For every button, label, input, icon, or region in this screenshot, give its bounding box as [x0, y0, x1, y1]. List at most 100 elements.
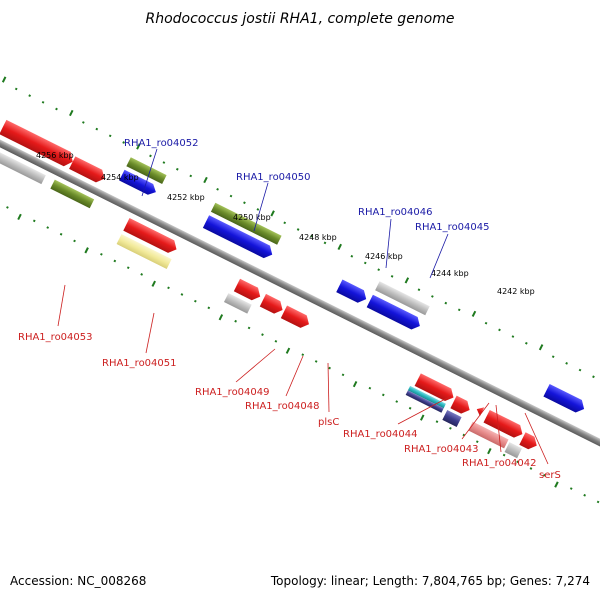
ruler-dot	[6, 206, 9, 209]
gene-feature-red[interactable]	[259, 293, 286, 316]
ruler-dot	[180, 293, 184, 296]
ruler-dot	[46, 226, 50, 229]
gene-feature-blue[interactable]	[336, 279, 369, 306]
ruler-dot	[243, 201, 246, 205]
ruler-dot	[551, 355, 555, 359]
gene-label[interactable]: RHA1_ro04045	[415, 222, 490, 233]
ruler-tick	[337, 243, 342, 251]
gene-feature-olive[interactable]	[126, 157, 167, 185]
ruler-tick	[1, 76, 7, 83]
scale-label: 4252 kbp	[167, 193, 205, 202]
ruler-tick	[69, 109, 74, 117]
gene-feature-blue[interactable]	[119, 169, 158, 198]
scale-label: 4256 kbp	[36, 151, 74, 160]
ruler-dot	[108, 134, 112, 138]
gene-label[interactable]: RHA1_ro04049	[195, 387, 270, 398]
gene-feature-olive[interactable]	[210, 202, 282, 245]
ruler-dot	[122, 141, 125, 144]
leader-line	[145, 312, 155, 354]
gene-label[interactable]: RHA1_ro04052	[124, 138, 199, 149]
gene-feature-yellow[interactable]	[116, 234, 172, 270]
upper-strand-genes	[0, 119, 587, 415]
ruler-dot	[363, 261, 367, 265]
gene-label[interactable]: RHA1_ro04051	[102, 358, 177, 369]
ruler-dot	[301, 353, 305, 357]
ruler-dot	[395, 400, 399, 403]
ruler-dot	[41, 100, 45, 104]
ruler-dot	[229, 194, 233, 198]
gene-feature-blue[interactable]	[202, 215, 275, 261]
scale-label: 4254 kbp	[101, 173, 139, 182]
gene-feature-red[interactable]	[414, 373, 457, 403]
gene-feature-blue[interactable]	[543, 383, 587, 415]
gene-feature-red[interactable]	[123, 218, 179, 256]
gene-feature-navy[interactable]	[405, 390, 444, 413]
gene-feature-red[interactable]	[69, 156, 107, 185]
ruler-dot	[59, 232, 63, 236]
lower-gene-labels: RHA1_ro04053 RHA1_ro04051 RHA1_ro04049 R…	[18, 284, 561, 481]
gene-feature-pink[interactable]	[468, 421, 509, 449]
gene-feature-red[interactable]	[450, 395, 472, 417]
ruler-dot	[247, 326, 251, 330]
gene-label[interactable]: serS	[539, 470, 561, 481]
gene-label[interactable]: RHA1_ro04048	[245, 401, 320, 412]
ruler-dot	[73, 239, 76, 243]
ruler-tick	[17, 213, 22, 220]
ruler-dot	[314, 360, 318, 363]
gene-label[interactable]: RHA1_ro04044	[343, 429, 418, 440]
ruler-dot	[274, 339, 278, 343]
ruler-dot	[525, 341, 528, 345]
ruler-dot	[484, 321, 488, 325]
gene-feature-red[interactable]	[519, 432, 540, 452]
scale-label: 4246 kbp	[365, 252, 403, 261]
ruler-dot	[28, 94, 31, 97]
ruler-dot	[543, 473, 546, 477]
ruler-tick	[419, 414, 425, 421]
gene-feature-cyan[interactable]	[407, 385, 446, 409]
gene-feature-red[interactable]	[475, 405, 485, 417]
ruler-tick	[270, 210, 275, 217]
ruler-tick	[218, 314, 224, 321]
ruler-dot	[167, 286, 170, 290]
ruler-dot	[502, 453, 506, 457]
lower-scale-ruler	[6, 206, 600, 504]
ruler-dot	[511, 335, 515, 338]
leader-line	[285, 355, 304, 397]
gene-feature-navy[interactable]	[442, 410, 462, 427]
gene-feature-blue[interactable]	[366, 294, 423, 333]
ruler-tick	[84, 247, 89, 254]
gene-feature-gray[interactable]	[504, 442, 522, 459]
scale-label: 4242 kbp	[497, 287, 535, 296]
gene-feature-gray[interactable]	[0, 146, 46, 185]
ruler-dot	[283, 221, 287, 225]
ruler-dot	[310, 234, 313, 238]
genome-backbone	[0, 129, 600, 457]
gene-feature-red[interactable]	[483, 409, 526, 440]
leader-line	[429, 233, 449, 279]
ruler-dot	[14, 87, 18, 91]
ruler-dot	[261, 333, 264, 336]
ruler-dot	[596, 500, 600, 504]
gene-feature-red[interactable]	[280, 305, 312, 331]
ruler-tick	[487, 447, 492, 455]
ruler-tick	[203, 176, 208, 184]
gene-label[interactable]: RHA1_ro04050	[236, 172, 311, 183]
ruler-dot	[435, 420, 439, 423]
gene-label[interactable]: RHA1_ro04043	[404, 444, 479, 455]
gene-feature-red[interactable]	[0, 119, 76, 169]
ruler-dot	[32, 219, 36, 223]
gene-feature-red[interactable]	[233, 278, 264, 303]
ruler-dot	[377, 268, 381, 271]
gene-label[interactable]: RHA1_ro04042	[462, 458, 537, 469]
gene-feature-gray[interactable]	[375, 281, 430, 316]
gene-label[interactable]: RHA1_ro04046	[358, 207, 433, 218]
ruler-dot	[381, 393, 385, 397]
ruler-dot	[475, 440, 479, 444]
gene-label[interactable]: RHA1_ro04053	[18, 332, 93, 343]
ruler-dot	[194, 299, 197, 303]
ruler-tick	[285, 347, 291, 354]
gene-feature-olive[interactable]	[50, 179, 95, 209]
gene-feature-gray[interactable]	[223, 293, 252, 314]
gene-label[interactable]: plsC	[318, 417, 339, 428]
